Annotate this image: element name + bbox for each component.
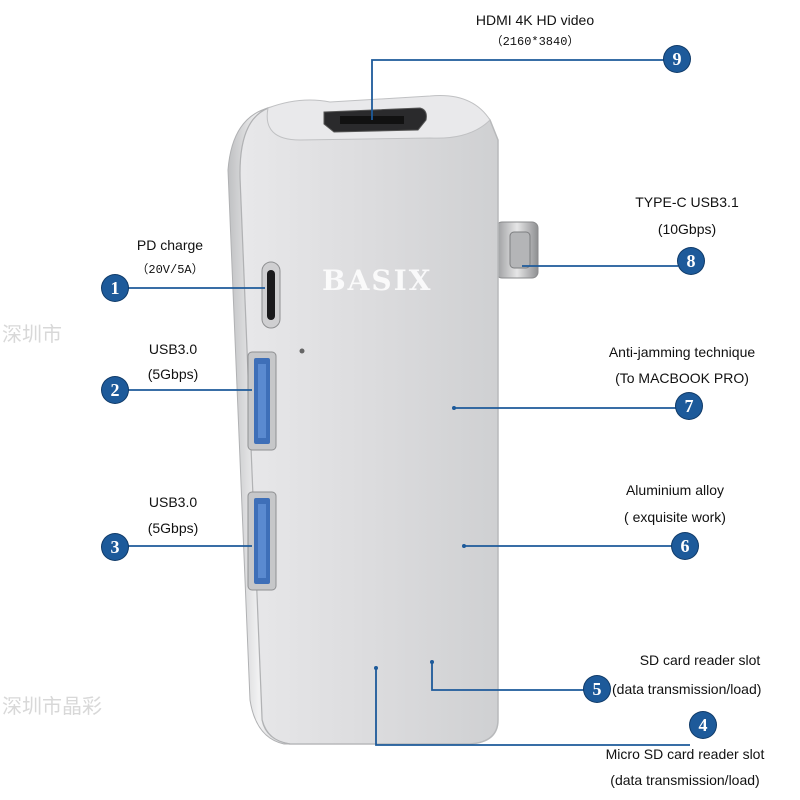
watermark-cjk-1: 深圳市: [2, 322, 62, 346]
callout-lines: [128, 59, 690, 746]
indicator-led: [299, 348, 305, 354]
callout-badge-7: 7: [676, 393, 702, 419]
type-c-port: [261, 261, 281, 329]
callout-line-5: [431, 662, 585, 691]
callout-4-subtitle: (data transmission/load): [610, 772, 760, 788]
type-c-plug: [495, 221, 539, 279]
callout-9-subtitle: （2160*3840）: [490, 35, 580, 49]
callout-3-title: USB3.0: [148, 494, 198, 510]
callout-dots: [374, 406, 466, 670]
callout-badge-4: 4: [690, 712, 716, 738]
callout-badge-5: 5: [584, 676, 610, 702]
callout-6-subtitle: ( exquisite work): [624, 509, 726, 525]
callout-5-title: SD card reader slot: [639, 652, 761, 668]
callout-2-title: USB3.0: [148, 341, 198, 357]
callout-3-subtitle: (5Gbps): [147, 520, 199, 536]
callout-line-4: [375, 668, 690, 746]
callout-7-title: Anti-jamming technique: [608, 344, 756, 360]
callout-line-9: [371, 59, 664, 120]
watermark-cjk-2: 深圳市晶彩: [2, 694, 102, 718]
hdmi-port: [323, 107, 427, 133]
watermark-brand: BASIX: [322, 264, 433, 297]
callout-badge-2: 2: [102, 377, 128, 403]
callout-badge-1: 1: [102, 275, 128, 301]
callout-badge-3: 3: [102, 534, 128, 560]
callout-5-subtitle: (data transmission/load): [612, 681, 762, 697]
callout-2-subtitle: (5Gbps): [147, 366, 199, 382]
callout-8-subtitle: (10Gbps): [657, 221, 717, 237]
callout-badge-8: 8: [678, 248, 704, 274]
callout-badge-6: 6: [672, 533, 698, 559]
callout-9-title: HDMI 4K HD video: [475, 12, 595, 28]
callout-4-title: Micro SD card reader slot: [605, 746, 765, 762]
callout-badge-9: 9: [664, 46, 690, 72]
usb3-port-lower: [247, 491, 277, 591]
callout-6-title: Aluminium alloy: [625, 482, 725, 498]
callout-1-subtitle: （20V/5A）: [136, 263, 204, 277]
callout-8-title: TYPE-C USB3.1: [635, 194, 739, 210]
callout-7-subtitle: (To MACBOOK PRO): [615, 370, 749, 386]
callout-1-title: PD charge: [136, 237, 204, 253]
usb3-port-upper: [247, 351, 277, 451]
